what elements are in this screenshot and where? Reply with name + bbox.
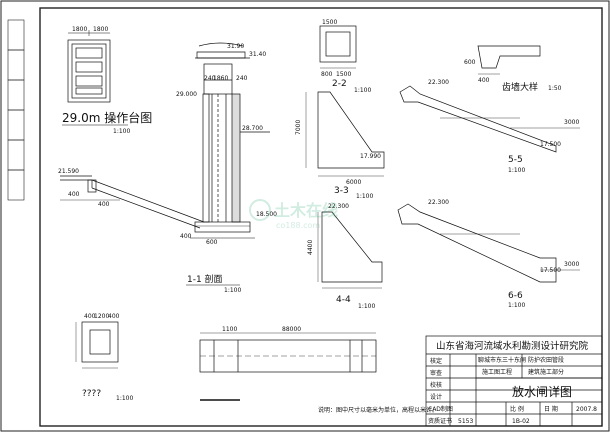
role-1: 核定 xyxy=(430,357,442,365)
s55-dim: 3000 xyxy=(564,119,579,126)
role-4: 设计 xyxy=(430,393,442,401)
section-2-2-caption: 2-2 xyxy=(332,79,347,89)
pipe-dim-length: 88000 xyxy=(282,326,301,333)
s66-elev: 22.300 xyxy=(428,199,449,206)
drawing-date: 2007.8 xyxy=(576,406,597,413)
s11-dim-6: 400 xyxy=(68,191,80,198)
cert-label: 资质证书 xyxy=(428,417,452,425)
small-box-scale: 1:100 xyxy=(116,395,133,402)
wall-detail-scale: 1:50 xyxy=(548,85,562,92)
section-6-6-view xyxy=(397,203,580,283)
s44-elev: 22.300 xyxy=(328,203,349,210)
box-dim-3: 400 xyxy=(108,313,120,320)
wall-detail-caption: 齿墙大样 xyxy=(502,81,538,93)
gate-dim-right: 1800 xyxy=(93,26,108,33)
meta-label-scale: 比 例 xyxy=(510,405,524,413)
project-col2-line-2: 建筑施工部分 xyxy=(528,368,564,376)
box-dim-2: 1200 xyxy=(94,313,109,320)
role-5: CAD制图 xyxy=(428,405,453,413)
section-1-1-view xyxy=(60,42,270,239)
s11-elev-6: 18.500 xyxy=(256,211,277,218)
drawing-note: 说明：图中尺寸以毫米为单位，高程以米计。 xyxy=(318,406,438,414)
watermark: 土木在线 co188.com xyxy=(249,199,338,230)
gate-elevation-view xyxy=(67,30,111,103)
s11-dim-3: 240 xyxy=(236,75,248,82)
section-4-4-scale: 1:100 xyxy=(358,303,375,310)
cert-number: 5153 xyxy=(458,418,473,425)
small-box-caption: ???? xyxy=(82,389,101,399)
s66-elev-2: 17.500 xyxy=(540,267,561,274)
section-3-3-view xyxy=(305,91,385,177)
box-dim-1: 400 xyxy=(84,313,96,320)
s11-dim-7: 400 xyxy=(98,201,110,208)
gate-elevation-scale: 1:100 xyxy=(113,128,130,135)
watermark-logo-icon xyxy=(249,199,271,221)
section-5-5-view xyxy=(399,85,580,153)
section-4-4-caption: 4-4 xyxy=(336,295,351,305)
s22-dim-bot-2: 1500 xyxy=(336,71,351,78)
section-1-1-caption: 1-1 剖面 xyxy=(187,273,223,285)
pipe-dim-width: 1100 xyxy=(222,326,237,333)
project-line-2: 施工图工程 xyxy=(482,368,512,376)
s55-elev: 22.300 xyxy=(428,79,449,86)
section-6-6-scale: 1:100 xyxy=(508,302,525,309)
project-col2-line-1: 防护农田管段 xyxy=(528,356,564,364)
s11-elev-3: 29.000 xyxy=(176,91,197,98)
role-3: 校核 xyxy=(430,381,442,389)
section-6-6-caption: 6-6 xyxy=(508,291,523,301)
section-5-5-scale: 1:100 xyxy=(508,167,525,174)
s11-dim-4: 400 xyxy=(180,233,192,240)
section-5-5-caption: 5-5 xyxy=(508,155,523,165)
pipe-plan-view xyxy=(199,332,377,401)
s33-dim-w: 6000 xyxy=(346,179,361,186)
binding-strip xyxy=(7,19,25,201)
s11-dim-1: 240 xyxy=(204,75,216,82)
wall-detail-view xyxy=(477,45,541,75)
section-2-2-view xyxy=(319,25,357,69)
s11-elev-1: 31.90 xyxy=(227,43,244,50)
watermark-url: co188.com xyxy=(276,221,320,230)
s33-elev: 17.990 xyxy=(360,153,381,160)
gate-elevation-caption: 29.0m 操作台图 xyxy=(62,110,152,125)
project-line-1: 聊城市东三十东闸 xyxy=(478,356,526,364)
s11-elev-5: 21.590 xyxy=(58,168,79,175)
drawing-number: 1B-02 xyxy=(512,418,530,425)
s11-dim-2: 1860 xyxy=(213,75,228,82)
wall-dim-1: 400 xyxy=(478,77,490,84)
s11-elev-4: 28.700 xyxy=(242,125,263,132)
section-1-1-scale: 1:100 xyxy=(224,287,241,294)
gate-dim-left: 1800 xyxy=(72,26,87,33)
role-2: 审查 xyxy=(430,369,442,377)
section-3-3-caption: 3-3 xyxy=(334,186,349,196)
section-4-4-view xyxy=(317,211,383,289)
meta-label-date: 日 期 xyxy=(544,405,558,413)
watermark-brand: 土木在线 xyxy=(274,201,338,220)
section-2-2-scale: 1:100 xyxy=(354,87,371,94)
s22-dim-top: 1500 xyxy=(322,19,337,26)
s66-dim: 3000 xyxy=(564,261,579,268)
s22-dim-bot-1: 800 xyxy=(321,71,333,78)
s11-elev-2: 31.40 xyxy=(249,51,266,58)
s55-elev-2: 17.500 xyxy=(540,141,561,148)
institute-name: 山东省海河流域水利勘测设计研究院 xyxy=(436,340,589,352)
section-3-3-scale: 1:100 xyxy=(356,193,373,200)
s33-dim-h: 7000 xyxy=(295,120,302,135)
small-box-view xyxy=(75,321,119,369)
wall-dim-2: 600 xyxy=(464,59,476,66)
title-block xyxy=(425,335,603,427)
s11-dim-5: 600 xyxy=(206,239,218,246)
inner-frame xyxy=(39,7,603,427)
drawing-title: 放水闸详图 xyxy=(512,384,572,399)
s44-dim-h: 4400 xyxy=(307,240,314,255)
